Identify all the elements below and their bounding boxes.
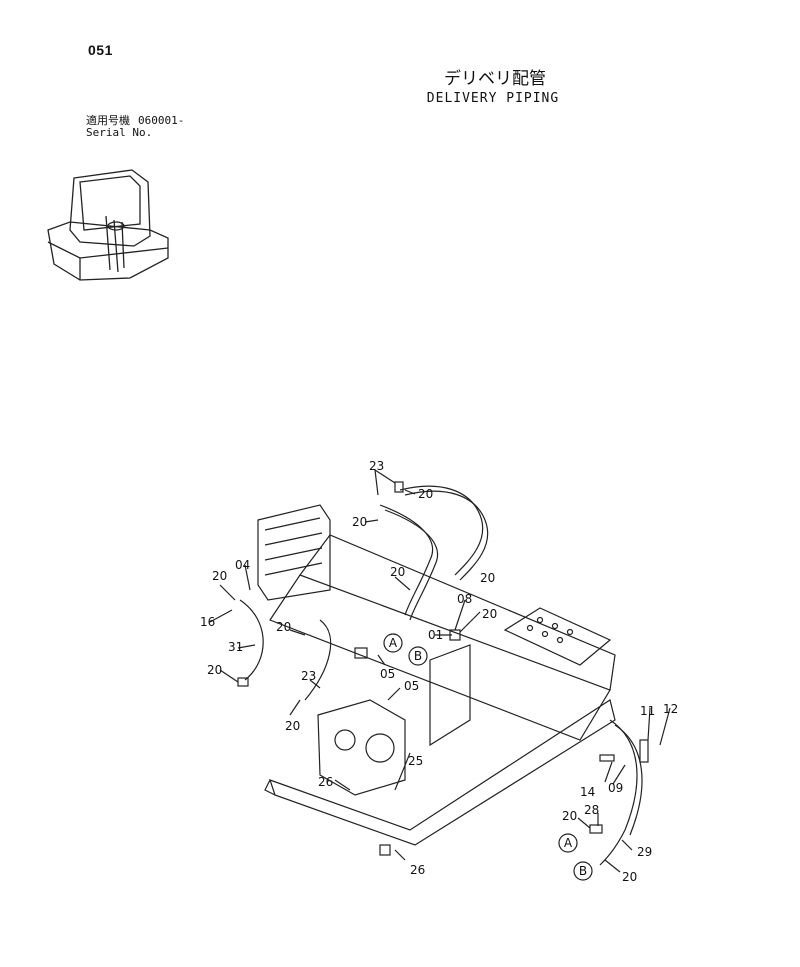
- callout-20-i: 20: [562, 809, 577, 823]
- title-english: DELIVERY PIPING: [426, 91, 560, 106]
- callout-12: 12: [663, 702, 678, 716]
- marker-a-bottom: A: [564, 836, 573, 850]
- callout-26-b: 26: [410, 863, 425, 877]
- callout-23-top: 23: [369, 459, 384, 473]
- machine-thumbnail: [47, 169, 169, 281]
- callout-20-f: 20: [207, 663, 222, 677]
- callout-20-d: 20: [212, 569, 227, 583]
- callout-04: 04: [235, 558, 250, 572]
- callout-20-c: 20: [480, 571, 495, 585]
- serial-label-en: Serial No.: [86, 126, 153, 139]
- marker-a-top: A: [389, 636, 398, 650]
- marker-b-top-circle: [408, 646, 428, 666]
- marker-b-top: B: [414, 649, 422, 663]
- serial-value: 060001-: [138, 114, 185, 127]
- callout-26-a: 26: [318, 775, 333, 789]
- marker-b-bottom-circle: [573, 861, 593, 881]
- callout-31: 31: [228, 640, 243, 654]
- callout-09: 09: [608, 781, 623, 795]
- callout-29: 29: [637, 845, 652, 859]
- page-number: 051: [88, 42, 113, 58]
- callout-23-mid: 23: [301, 669, 316, 683]
- callout-05-b: 05: [404, 679, 419, 693]
- title-japanese: デリベリ配管: [444, 69, 546, 89]
- callout-16: 16: [200, 615, 215, 629]
- serial-block: 適用号機 060001- Serial No.: [86, 115, 184, 139]
- callout-14: 14: [580, 785, 595, 799]
- callout-20-top: 20: [418, 487, 433, 501]
- callout-05-a: 05: [380, 667, 395, 681]
- marker-a-bottom-circle: [558, 833, 578, 853]
- callout-20-e: 20: [276, 620, 291, 634]
- serial-label-jp: 適用号機: [86, 114, 130, 127]
- callout-08: 08: [457, 592, 472, 606]
- callout-20-j: 20: [622, 870, 637, 884]
- callout-11: 11: [640, 704, 655, 718]
- callout-01: 01: [428, 628, 443, 642]
- callout-20-a: 20: [352, 515, 367, 529]
- callout-20-h: 20: [482, 607, 497, 621]
- marker-b-bottom: B: [579, 864, 587, 878]
- callout-20-g: 20: [285, 719, 300, 733]
- callout-20-b: 20: [390, 565, 405, 579]
- marker-a-top-circle: [383, 633, 403, 653]
- callout-28: 28: [584, 803, 599, 817]
- callout-25: 25: [408, 754, 423, 768]
